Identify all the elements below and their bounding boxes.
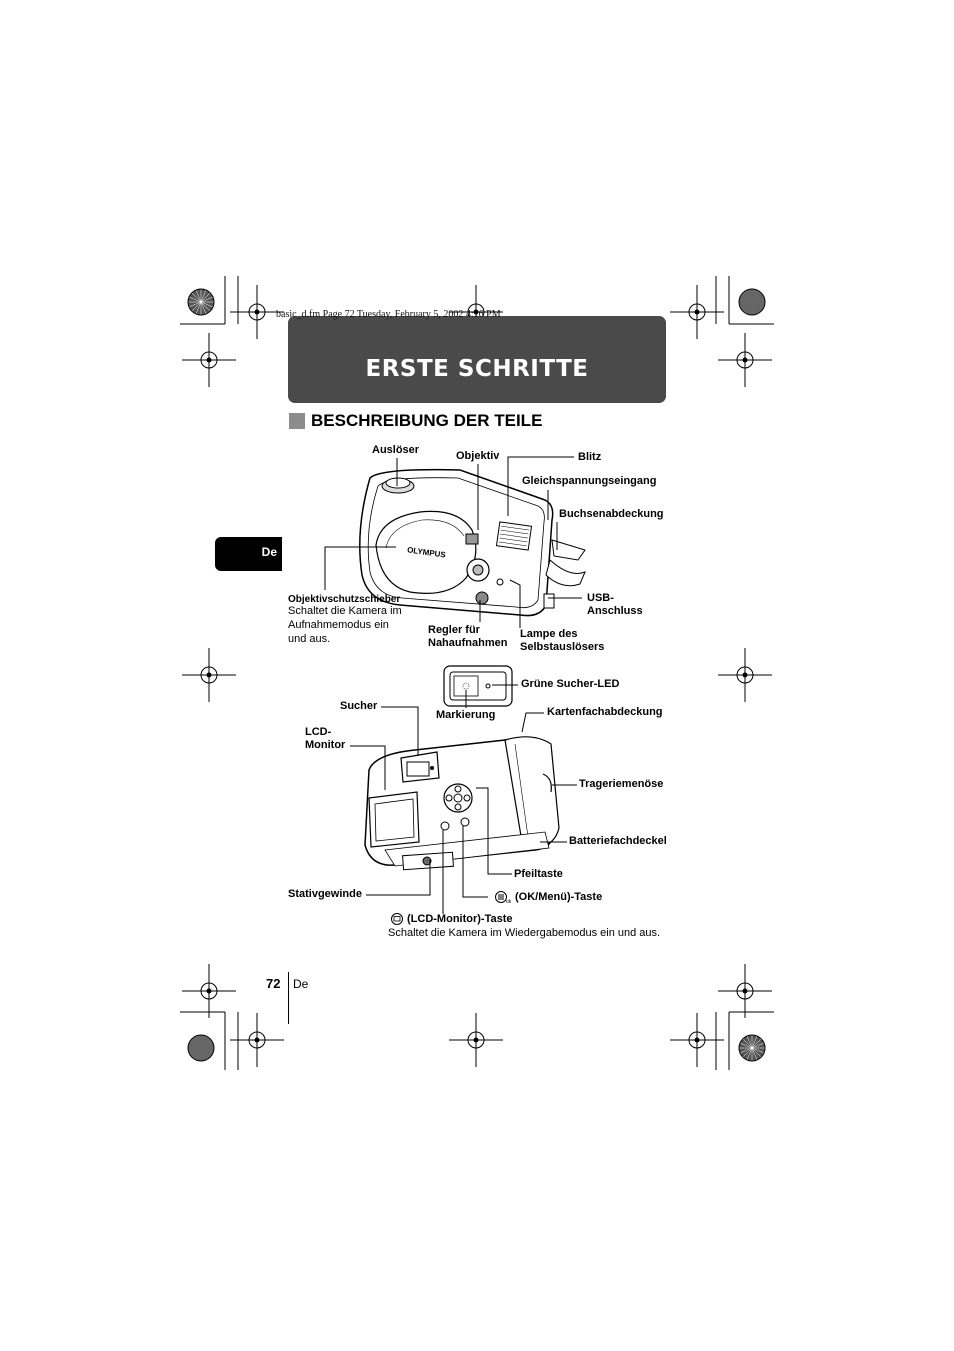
label-objektiv: Objektiv — [456, 450, 500, 462]
section-marker-icon — [289, 413, 305, 429]
svg-text:ok: ok — [506, 899, 512, 904]
label-usb-line2: Anschluss — [587, 605, 643, 617]
label-regler-line2: Nahaufnahmen — [428, 637, 508, 649]
label-lcd-monitor-line1: LCD- — [305, 726, 332, 738]
chapter-header-bar — [288, 316, 666, 403]
desc-objektivschutz-line1: Schaltet die Kamera im — [288, 605, 402, 617]
label-lampe-line2: Selbstauslösers — [520, 641, 605, 653]
label-lampe-line1: Lampe des — [520, 628, 578, 640]
section-title: BESCHREIBUNG DER TEILE — [311, 411, 543, 430]
language-tab — [215, 537, 282, 571]
label-sucher: Sucher — [340, 700, 378, 712]
label-objektivschutzschieber: Objektivschutzschieber — [288, 594, 401, 605]
label-blitz: Blitz — [578, 451, 602, 463]
desc-objektivschutz-line2: Aufnahmemodus ein — [288, 619, 389, 631]
label-pfeiltaste: Pfeiltaste — [514, 868, 563, 880]
language-tab-label: De — [261, 545, 277, 559]
viewfinder-detail-illustration — [443, 665, 513, 707]
footer-divider — [288, 972, 289, 1024]
desc-objektivschutz-line3: und aus. — [288, 633, 331, 645]
desc-lcd-monitor-taste: Schaltet die Kamera im Wiedergabemodus e… — [388, 927, 661, 939]
file-info-line: basic_d.fm Page 72 Tuesday, February 5, … — [276, 309, 501, 320]
chapter-title: ERSTE SCHRITTE — [365, 356, 589, 382]
page-number: 72 — [266, 976, 281, 991]
label-lcd-monitor-taste: (LCD-Monitor)-Taste — [407, 913, 513, 925]
menu-ok-icon: ok — [495, 891, 512, 904]
label-buchsenabdeckung: Buchsenabdeckung — [559, 508, 664, 520]
label-markierung: Markierung — [436, 709, 496, 721]
page-language: De — [293, 977, 309, 991]
label-usb-line1: USB- — [587, 592, 614, 604]
label-gruene-sucher-led: Grüne Sucher-LED — [521, 678, 620, 690]
label-trageriemenoese: Trageriemenöse — [579, 778, 664, 790]
label-kartenfachabdeckung: Kartenfachabdeckung — [547, 706, 663, 718]
label-gleichspannungseingang: Gleichspannungseingang — [522, 475, 657, 487]
label-regler-line1: Regler für — [428, 624, 480, 636]
label-stativgewinde: Stativgewinde — [288, 888, 362, 900]
camera-back-illustration — [364, 736, 560, 871]
camera-front-illustration — [359, 468, 586, 617]
label-ok-menue-taste: (OK/Menü)-Taste — [515, 891, 603, 903]
label-lcd-monitor-line2: Monitor — [305, 739, 346, 751]
label-batteriefachdeckel: Batteriefachdeckel — [569, 835, 667, 847]
lcd-monitor-icon — [391, 913, 403, 925]
label-ausloeser: Auslöser — [372, 444, 420, 456]
